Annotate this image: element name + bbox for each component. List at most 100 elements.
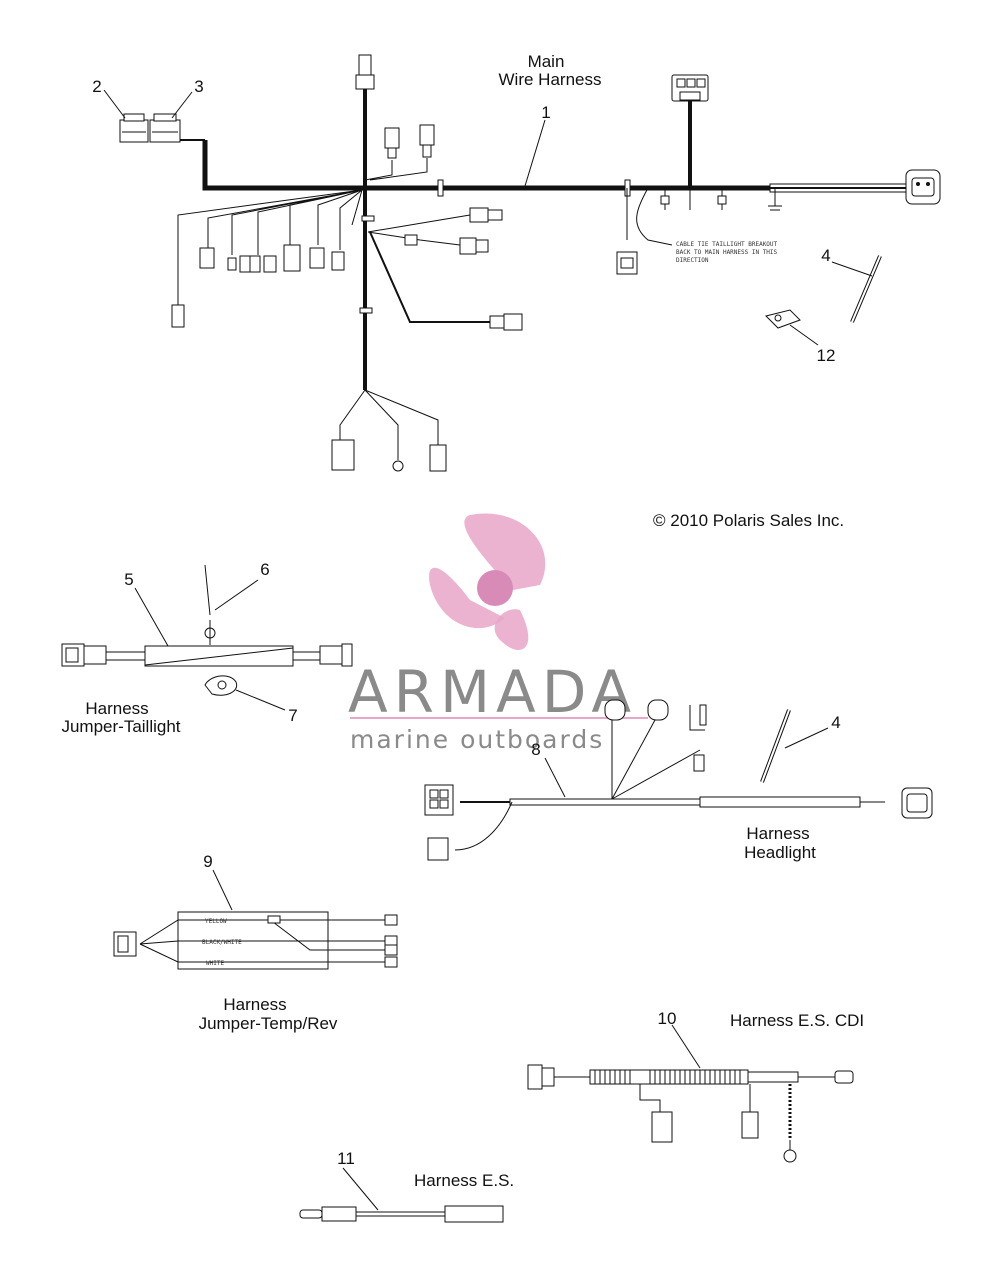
clip-7 bbox=[204, 675, 238, 696]
connector-3 bbox=[149, 113, 181, 143]
leader-5 bbox=[134, 587, 169, 647]
headlight-left-connector bbox=[424, 784, 454, 816]
main-title-line1: Main bbox=[528, 52, 565, 71]
wire-label-yellow: YELLOW bbox=[205, 918, 227, 925]
temprev-terminal-c bbox=[384, 944, 398, 956]
bottom-connector-a bbox=[331, 439, 355, 471]
leader-6 bbox=[214, 579, 259, 611]
escdi-ring-terminal bbox=[783, 1149, 797, 1163]
callout-11: 11 bbox=[337, 1149, 355, 1168]
headlight-end-connector bbox=[901, 787, 933, 819]
es-left-terminal bbox=[299, 1209, 323, 1219]
fanout-connector-c bbox=[239, 255, 261, 273]
wire-label-white: WHITE bbox=[206, 960, 224, 967]
relay-connector-b bbox=[419, 124, 435, 158]
callout-9: 9 bbox=[203, 852, 212, 871]
harness-headlight: 4 8 Harness Headlight bbox=[424, 699, 933, 862]
leader-4b bbox=[784, 727, 829, 749]
taillight-label-line2: Jumper-Taillight bbox=[61, 717, 180, 736]
cable-tie-6 bbox=[204, 564, 211, 616]
brand-tagline: marine outboards bbox=[350, 725, 604, 754]
bottom-ring-terminal bbox=[392, 440, 404, 472]
harness-es: Harness E.S. 11 bbox=[299, 1149, 514, 1223]
temprev-label-line1: Harness bbox=[223, 995, 286, 1014]
headlight-label-line2: Headlight bbox=[744, 843, 816, 862]
callout-12: 12 bbox=[817, 346, 836, 365]
leader-1 bbox=[524, 119, 546, 187]
temprev-terminal-a bbox=[384, 914, 398, 926]
fanout-connector-d bbox=[263, 255, 277, 273]
branch-connector-c bbox=[469, 207, 503, 223]
leader-4a bbox=[831, 261, 873, 277]
leader-7 bbox=[235, 689, 286, 711]
es-right-boot bbox=[444, 1205, 504, 1223]
escdi-left-connector bbox=[527, 1064, 555, 1090]
fanout-connector-f bbox=[309, 247, 325, 269]
taillight-left-connector bbox=[61, 643, 107, 667]
headlight-lower-connector bbox=[427, 837, 449, 861]
leader-8 bbox=[544, 757, 566, 798]
temprev-label-line2: Jumper-Temp/Rev bbox=[199, 1014, 338, 1033]
headlight-label-line1: Harness bbox=[746, 824, 809, 843]
es-left-boot bbox=[321, 1206, 357, 1222]
leader-12 bbox=[789, 324, 819, 346]
escdi-lower-connector-b bbox=[741, 1111, 759, 1139]
temprev-terminal-d bbox=[384, 956, 398, 968]
callout-4a: 4 bbox=[821, 246, 830, 265]
copyright-text: © 2010 Polaris Sales Inc. bbox=[653, 511, 844, 530]
escdi-right-terminal bbox=[834, 1070, 854, 1084]
harness-jumper-taillight: 6 5 7 Harness Jumper-Taillight bbox=[61, 560, 353, 736]
headlight-sleeve bbox=[699, 796, 861, 808]
armada-watermark: ARMADA marine outboards bbox=[348, 513, 648, 754]
taillight-label-line1: Harness bbox=[85, 699, 148, 718]
harness-jumper-temp-rev: YELLOW BLACK/WHITE WHITE 9 Harness Jumpe… bbox=[113, 852, 398, 1033]
escdi-lower-connector-a bbox=[651, 1111, 673, 1143]
cable-note-3: DIRECTION bbox=[676, 257, 709, 264]
leader-3 bbox=[171, 91, 193, 119]
fanout-connector-g bbox=[331, 251, 345, 271]
fanout-connector-e bbox=[283, 244, 301, 272]
headlight-trunk bbox=[509, 798, 701, 806]
callout-6: 6 bbox=[260, 560, 269, 579]
headlight-bulb-socket-b bbox=[647, 699, 669, 721]
bottom-connector-b bbox=[429, 444, 447, 472]
connector-2 bbox=[119, 113, 149, 143]
callout-4b: 4 bbox=[831, 713, 840, 732]
taillight-right-connector bbox=[319, 643, 353, 667]
fanout-connector-b bbox=[227, 257, 237, 271]
fanout-connector-h bbox=[171, 304, 185, 328]
callout-7: 7 bbox=[288, 706, 297, 725]
wire-label-black-white: BLACK/WHITE bbox=[202, 939, 242, 946]
leader-11 bbox=[342, 1167, 379, 1211]
main-title-line2: Wire Harness bbox=[499, 70, 602, 89]
escdi-label: Harness E.S. CDI bbox=[730, 1011, 864, 1030]
callout-10: 10 bbox=[658, 1009, 677, 1028]
main-trunk-wire bbox=[202, 140, 930, 191]
upper-right-connector bbox=[671, 74, 709, 102]
cable-note-2: BACK TO MAIN HARNESS IN THIS bbox=[676, 249, 778, 256]
escdi-conduit bbox=[589, 1069, 749, 1085]
callout-8: 8 bbox=[531, 740, 540, 759]
leader-10 bbox=[671, 1024, 701, 1069]
main-end-connector bbox=[905, 169, 941, 205]
callout-3: 3 bbox=[194, 77, 203, 96]
callout-5: 5 bbox=[124, 570, 133, 589]
temprev-left-connector bbox=[113, 931, 137, 957]
fanout-connector-a bbox=[199, 247, 215, 269]
taillight-breakout-connector bbox=[616, 251, 638, 275]
headlight-bulb-socket-a bbox=[604, 699, 626, 721]
brand-wordmark: ARMADA bbox=[348, 658, 637, 726]
es-label: Harness E.S. bbox=[414, 1171, 514, 1190]
top-plug-connector bbox=[355, 54, 375, 90]
propeller-logo bbox=[429, 513, 546, 650]
callout-2: 2 bbox=[92, 77, 101, 96]
callout-1: 1 bbox=[541, 103, 550, 122]
branch-connector-a bbox=[404, 234, 418, 246]
relay-connector-a bbox=[384, 127, 400, 159]
main-wire-harness: Main Wire Harness 2 3 bbox=[92, 52, 941, 472]
harness-es-cdi: Harness E.S. CDI 10 bbox=[527, 1009, 864, 1163]
leader-9 bbox=[212, 869, 233, 911]
headlight-small-connector bbox=[693, 754, 705, 772]
branch-connector-b bbox=[459, 237, 489, 255]
